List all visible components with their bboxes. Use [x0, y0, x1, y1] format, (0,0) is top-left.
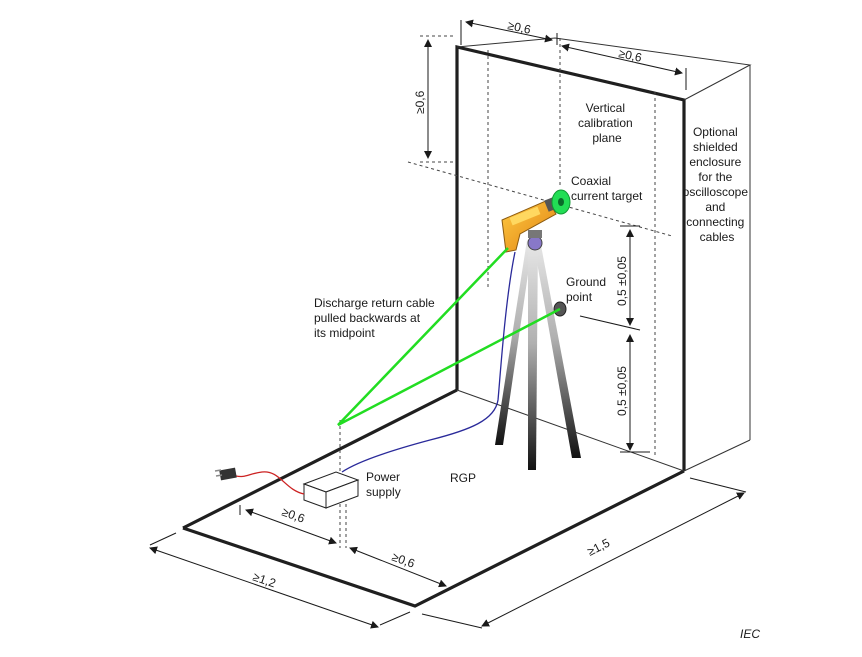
reference-dashed-lines: [339, 35, 673, 548]
dim-top-left: ≥0,6: [506, 18, 532, 37]
dim-floor-inner: ≥0,6: [280, 505, 307, 526]
power-supply-label: Power supply: [366, 470, 403, 499]
iec-label: IEC: [740, 627, 760, 641]
discharge-return-cable: [337, 247, 561, 427]
dim-upper-height: 0,5 ±0,05: [615, 256, 629, 306]
dim-left-vertical: ≥0,6: [413, 90, 427, 114]
vertical-plane-label: Vertical calibration plane: [578, 101, 636, 145]
rgp-label: RGP: [450, 471, 476, 485]
dimension-lines: [149, 19, 747, 629]
dim-lower-height: 0,5 ±0,05: [615, 366, 629, 416]
tripod: [495, 230, 581, 470]
dim-floor-front: ≥0,6: [390, 550, 417, 571]
ground-point-label: Ground point: [566, 275, 609, 304]
coaxial-current-target: [551, 189, 571, 215]
dim-floor-depth: ≥1,5: [585, 535, 612, 558]
dim-floor-width: ≥1,2: [251, 570, 278, 591]
power-supply-box: [302, 471, 360, 509]
mains-plug-icon: [219, 467, 237, 481]
mains-cable: [214, 467, 305, 495]
enclosure-label: Optional shielded enclosure for the osci…: [683, 125, 752, 244]
dim-top-right: ≥0,6: [617, 46, 643, 65]
coaxial-target-label: Coaxial current target: [571, 174, 643, 203]
discharge-cable-label: Discharge return cable pulled backwards …: [314, 296, 438, 340]
power-cable: [341, 251, 516, 473]
